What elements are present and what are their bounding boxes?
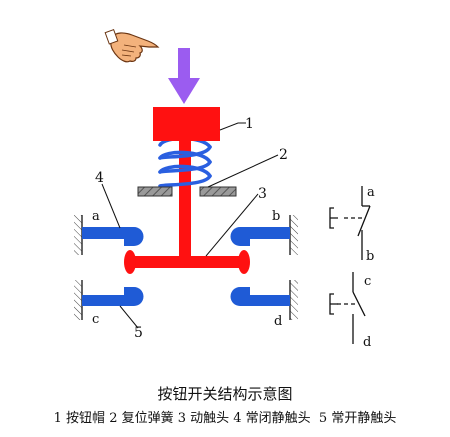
no-contact-right — [230, 287, 290, 306]
contact-label-a: a — [92, 209, 100, 224]
diagram-title: 按钮开关结构示意图 — [157, 385, 293, 403]
nc-symbol — [329, 186, 371, 260]
symbol-label-b: b — [366, 249, 374, 264]
diagram-legend: 1 按钮帽 2 复位弹簧 3 动触头 4 常闭静触头 5 常开静触头 — [53, 411, 397, 426]
contact-label-b: b — [272, 209, 280, 224]
callout-3: 3 — [258, 186, 267, 202]
callout-2: 2 — [279, 147, 288, 163]
no-contact-left — [82, 287, 144, 306]
symbol-label-d: d — [363, 335, 371, 350]
no-symbol — [329, 272, 366, 344]
wall-left-bottom — [74, 280, 83, 320]
button-cap — [153, 107, 220, 141]
wall-left-top — [74, 215, 83, 255]
pointing-hand-icon — [104, 29, 160, 63]
callout-1: 1 — [245, 116, 254, 132]
nc-contact-right — [230, 227, 290, 246]
diagram-canvas: 1 2 3 4 5 a b c d a b c d — [74, 29, 375, 350]
contact-label-c: c — [92, 312, 99, 327]
nc-contact-left — [82, 227, 144, 246]
wall-right-bottom — [289, 280, 298, 320]
moving-contact — [124, 250, 250, 274]
guide-plate-right — [199, 186, 237, 197]
contact-label-d: d — [274, 314, 282, 329]
leader-lines — [101, 122, 279, 329]
down-arrow-icon — [168, 48, 200, 104]
guide-plate-left — [137, 186, 173, 197]
symbol-label-c: c — [364, 274, 371, 289]
wall-right-top — [289, 215, 298, 255]
callout-4: 4 — [95, 170, 104, 186]
symbol-label-a: a — [367, 185, 375, 200]
callout-5: 5 — [134, 325, 143, 341]
